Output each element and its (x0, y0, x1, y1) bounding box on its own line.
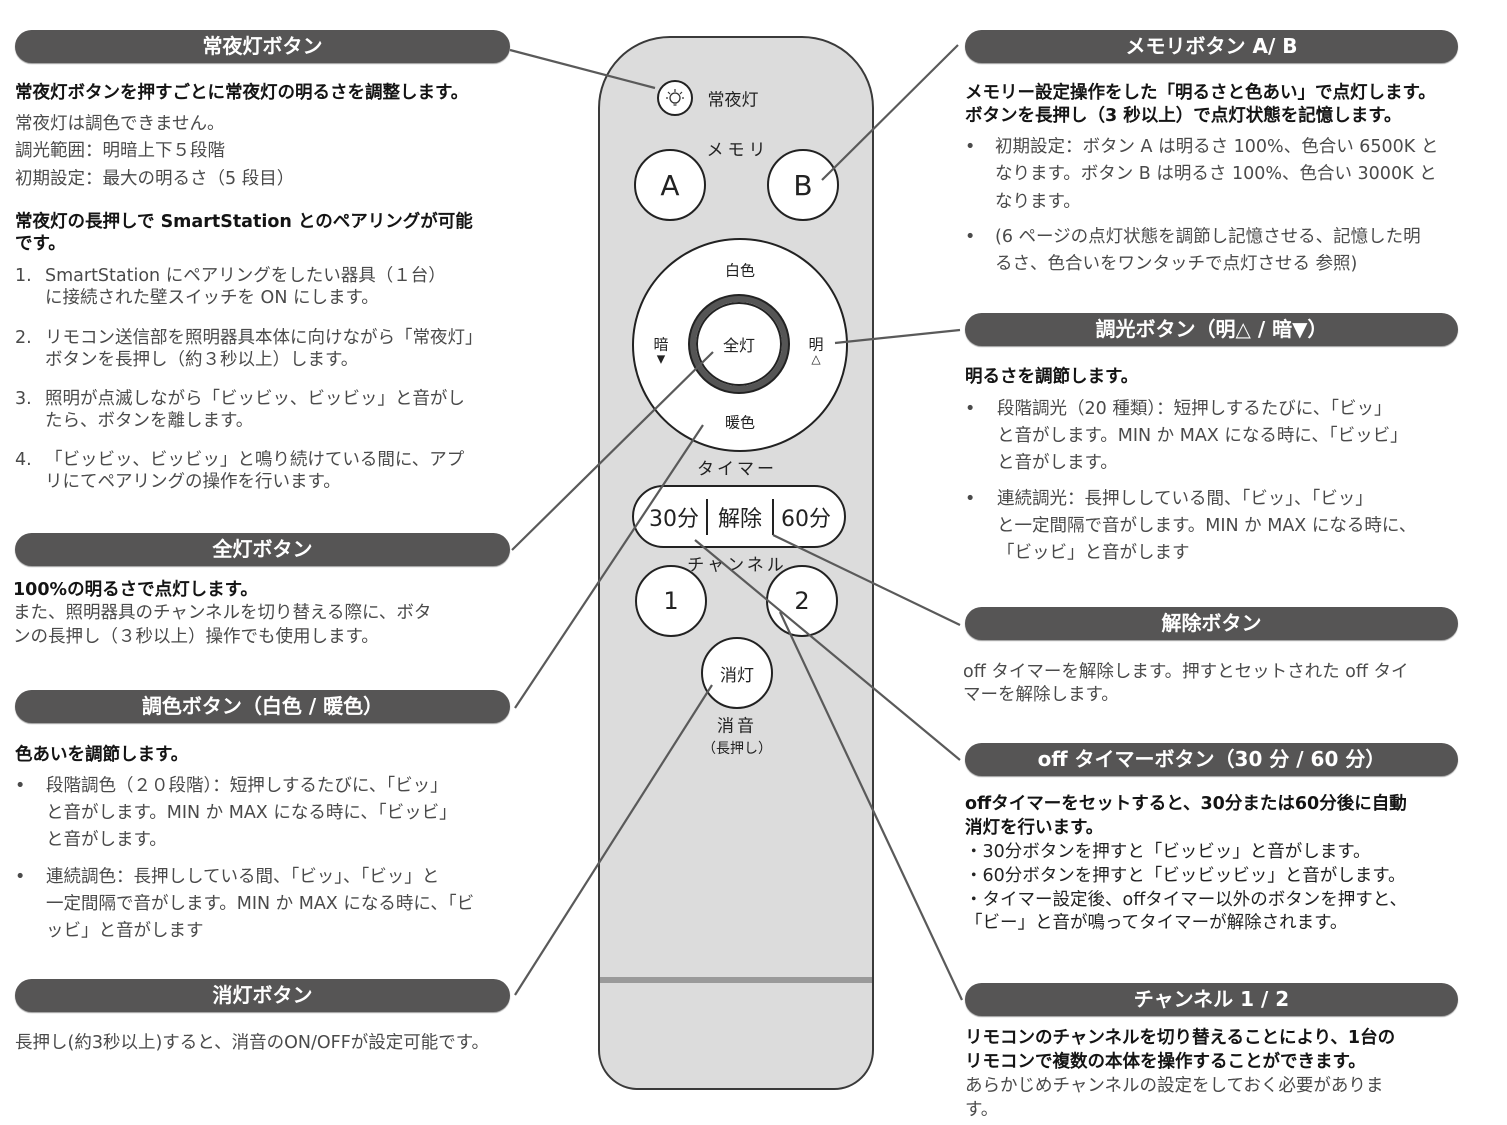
lead-text: リモコンで複数の本体を操作することができます。 (965, 1052, 1366, 1072)
bullet-text: 一定間隔で音がします。MIN か MAX になる時に、「ビ (46, 894, 475, 914)
step-text: リモコン送信部を照明器具本体に向けながら「常夜灯」 (45, 328, 483, 348)
timer-60-button[interactable]: 60分 (781, 507, 831, 532)
text-line: す。 (965, 1100, 999, 1120)
bullet-text: 連続調色：長押ししている間、「ビッ」、「ビッ」と (46, 867, 440, 887)
lead-text: offタイマーをセットすると、30分または60分後に自動 (965, 794, 1407, 814)
timer-30-button[interactable]: 30分 (649, 507, 699, 532)
mute-label: 消音 (717, 716, 757, 737)
lead-text: リモコンのチャンネルを切り替えることにより、1台の (965, 1028, 1396, 1048)
remote-divider (600, 977, 872, 983)
step-text: 「ビッビッ、ビッビッ」と鳴り続けている間に、アプ (45, 450, 465, 470)
text-line: マーを解除します。 (963, 685, 1119, 705)
dark-button[interactable]: 暗 (653, 335, 669, 354)
lead-text: です。 (15, 234, 66, 254)
text-line: ンの長押し（３秒以上）操作でも使用します。 (13, 627, 379, 647)
bullet-text: と一定間隔で音がします。MIN か MAX になる時に、 (997, 516, 1417, 536)
lead-text: ボタンを長押し（3 秒以上）で点灯状態を記憶します。 (965, 106, 1402, 126)
channel-2-button[interactable]: 2 (766, 565, 838, 637)
text-line: 初期設定：最大の明るさ（5 段目） (15, 169, 295, 189)
step-text: リにてペアリングの操作を行います。 (45, 472, 341, 492)
section-title: 常夜灯ボタン (15, 30, 510, 63)
text-line: ・60分ボタンを押すと「ビッビッビッ」と音がします。 (965, 866, 1406, 886)
night-light-label: 常夜灯 (707, 90, 759, 111)
bullet-text: 段階調光（20 種類）：短押しするたびに、「ビッ」 (997, 399, 1392, 419)
bullet-text: と音がします。 (997, 453, 1118, 473)
text-line: 長押し(約3秒以上)すると、消音のON/OFFが設定可能です。 (15, 1033, 490, 1053)
text-line: ・30分ボタンを押すと「ビッビッ」と音がします。 (965, 842, 1371, 862)
down-triangle-icon: ▼ (656, 352, 666, 366)
bullet: • (965, 137, 976, 157)
bullet-text: るさ、色合いをワンタッチで点灯させる 参照) (995, 254, 1358, 274)
step-number: 1. (15, 266, 32, 286)
timer-label: タイマー (697, 459, 777, 480)
step-number: 4. (15, 450, 32, 470)
bullet-text: 連続調光：長押ししている間、「ビッ」、「ビッ」 (997, 489, 1373, 509)
white-color-button[interactable]: 白色 (724, 261, 756, 280)
bullet-text: と音がします。MIN か MAX になる時に、「ビッビ」 (46, 803, 457, 823)
lead-text: メモリー設定操作をした「明るさと色あい」で点灯します。 (965, 83, 1436, 103)
bullet-text: と音がします。MIN か MAX になる時に、「ビッビ」 (997, 426, 1408, 446)
off-button[interactable]: 消灯 (701, 637, 773, 709)
memory-b-button[interactable]: B (767, 149, 839, 221)
bullet-text: と音がします。 (46, 830, 167, 850)
bullet-text: ッビ」と音がします (46, 921, 204, 941)
section-title: 全灯ボタン (15, 533, 510, 566)
text-line: 「ビー」と音が鳴ってタイマーが解除されます。 (965, 913, 1348, 933)
up-triangle-icon: △ (811, 352, 821, 366)
bullet: • (965, 489, 976, 509)
bullet-text: なります。 (995, 192, 1081, 212)
full-light-button[interactable]: 全灯 (690, 296, 788, 392)
step-number: 3. (15, 389, 32, 409)
timer-cancel-button[interactable]: 解除 (717, 507, 763, 532)
bullet-text: 「ビッビ」と音がします (997, 543, 1190, 563)
lead-text: 色あいを調節します。 (15, 745, 189, 765)
warm-color-button[interactable]: 暖色 (724, 413, 756, 432)
divider (772, 499, 774, 535)
text-line: 常夜灯は調色できません。 (15, 114, 225, 134)
lead-text: 常夜灯の長押しで SmartStation とのペアリングが可能 (15, 212, 473, 232)
text-line: ・タイマー設定後、offタイマー以外のボタンを押すと、 (965, 890, 1408, 910)
step-text: たら、ボタンを離します。 (45, 411, 254, 431)
bullet-text: (6 ページの点灯状態を調節し記憶させる、記憶した明 (995, 227, 1421, 247)
text-line: あらかじめチャンネルの設定をしておく必要がありま (965, 1076, 1384, 1096)
lead-text: 100%の明るさで点灯します。 (13, 580, 258, 600)
bullet-text: 初期設定：ボタン A は明るさ 100%、色合い 6500K と (995, 137, 1439, 157)
lead-text: 常夜灯ボタンを押すごとに常夜灯の明るさを調整します。 (15, 83, 469, 103)
memory-a-button[interactable]: A (634, 149, 706, 221)
section-title: 調光ボタン（明△ / 暗▼） (965, 313, 1458, 346)
section-title: 解除ボタン (965, 607, 1458, 640)
text-line: また、照明器具のチャンネルを切り替える際に、ボタ (13, 603, 432, 623)
section-title: 消灯ボタン (15, 979, 510, 1012)
bulb-icon (666, 89, 684, 106)
divider (706, 499, 708, 535)
step-text: 照明が点滅しながら「ビッビッ、ビッビッ」と音がし (45, 389, 465, 409)
bullet-text: 段階調色（２０段階）：短押しするたびに、「ビッ」 (46, 776, 448, 796)
long-press-label: （長押し） (702, 741, 772, 757)
section-title: off タイマーボタン（30 分 / 60 分） (965, 743, 1458, 776)
night-light-button[interactable] (657, 80, 693, 116)
text-line: 調光範囲：明暗上下５段階 (15, 141, 225, 161)
section-title: メモリボタン A/ B (965, 30, 1458, 63)
lead-text: 消灯を行います。 (965, 818, 1104, 838)
channel-1-button[interactable]: 1 (635, 565, 707, 637)
channel-label: チャンネル (687, 555, 787, 576)
bright-button[interactable]: 明 (808, 335, 824, 354)
bullet: • (15, 776, 26, 796)
bullet: • (15, 867, 26, 887)
section-title: チャンネル 1 / 2 (965, 983, 1458, 1016)
text-line: off タイマーを解除します。押すとセットされた off タイ (963, 662, 1409, 682)
bullet-text: なります。ボタン B は明るさ 100%、色合い 3000K と (995, 164, 1437, 184)
step-text: ボタンを長押し（約３秒以上）します。 (45, 350, 359, 370)
step-text: に接続された壁スイッチを ON にします。 (45, 288, 379, 308)
lead-text: 明るさを調節します。 (965, 367, 1139, 387)
bullet: • (965, 227, 976, 247)
step-number: 2. (15, 328, 32, 348)
section-title: 調色ボタン（白色 / 暖色） (15, 690, 510, 723)
bullet: • (965, 399, 976, 419)
step-text: SmartStation にペアリングをしたい器具（１台） (45, 266, 446, 286)
memory-label: メモリ (706, 140, 770, 161)
